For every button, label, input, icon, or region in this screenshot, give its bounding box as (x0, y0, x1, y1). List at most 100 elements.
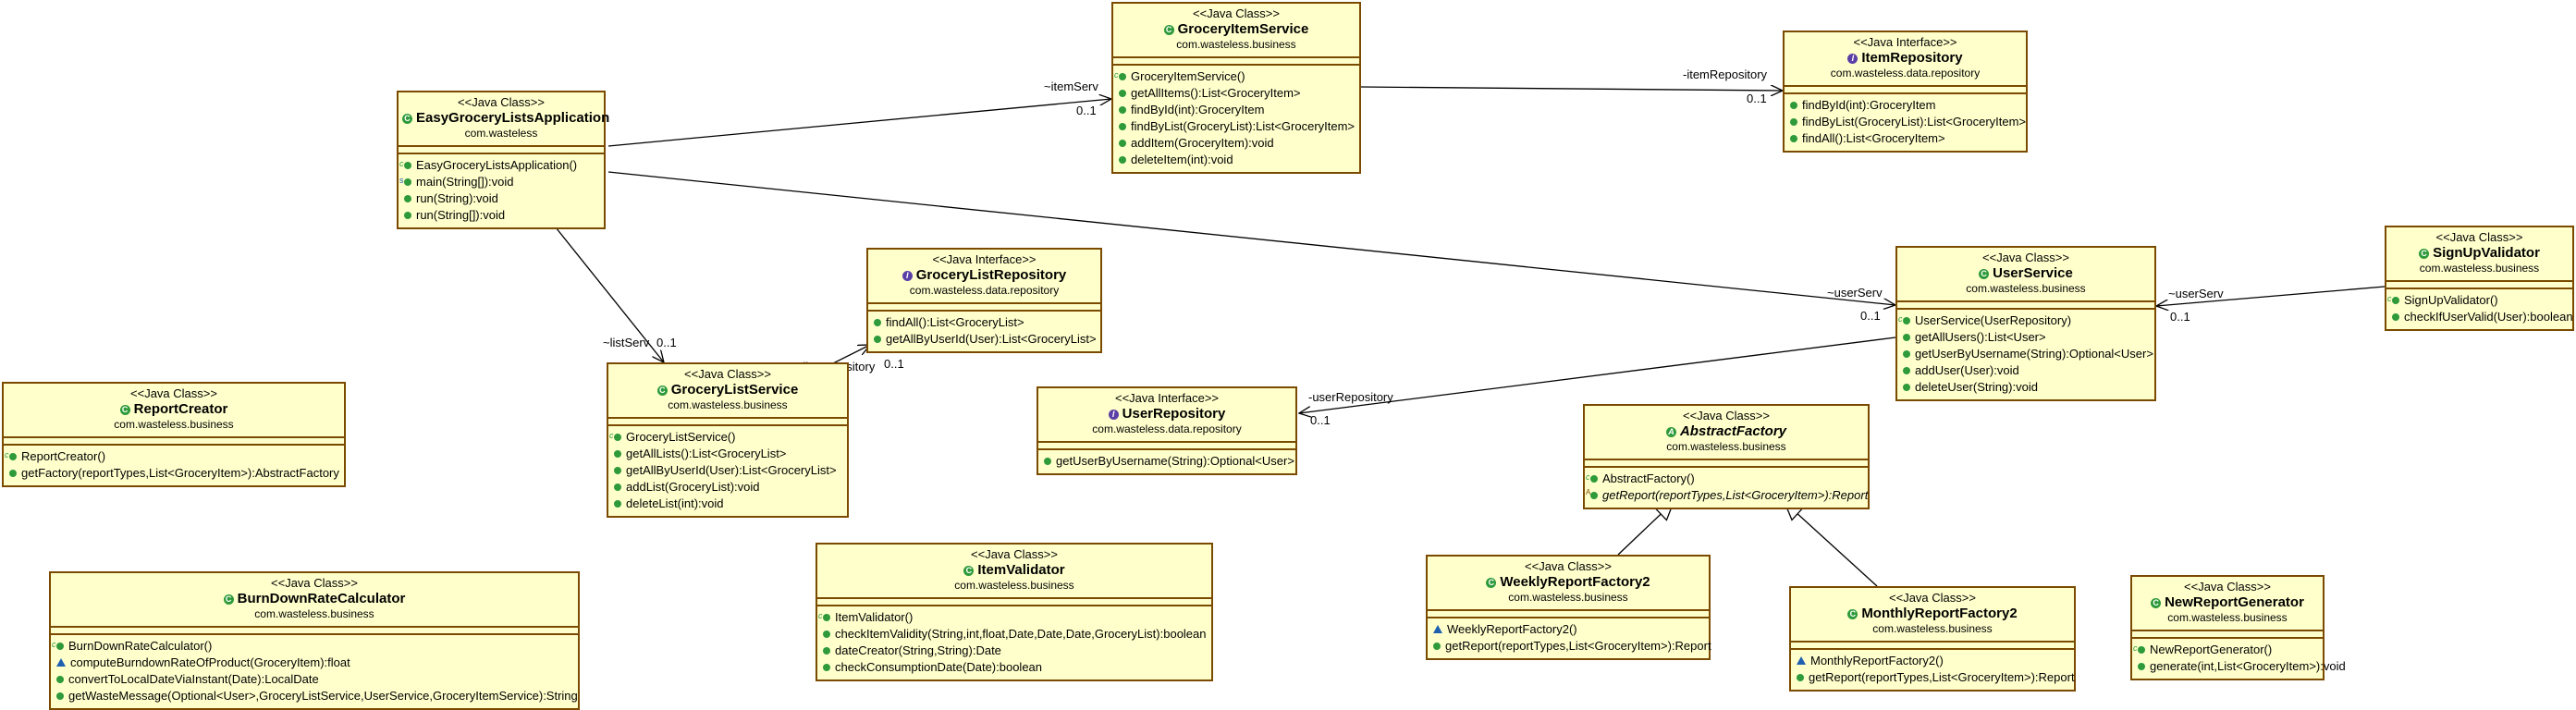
operation-row[interactable]: run(String[]):void (404, 207, 600, 224)
attributes-compartment (2386, 282, 2572, 289)
operation-signature: findAll():List<GroceryItem> (1802, 131, 1945, 145)
operation-row[interactable]: generate(int,List<GroceryItem>):void (2138, 658, 2346, 675)
operation-signature: findById(int):GroceryItem (1802, 98, 1936, 112)
operation-row[interactable]: checkItemValidity(String,int,float,Date,… (823, 626, 1208, 643)
operation-row[interactable]: WeeklyReportFactory2() (1433, 621, 1705, 638)
class-package: com.wasteless.business (1966, 282, 2086, 295)
operation-row[interactable]: GroceryItemService() (1114, 67, 1355, 85)
public-visibility-icon (1119, 123, 1126, 130)
operation-row[interactable]: getAllByUserId(User):List<GroceryList> (614, 462, 843, 479)
operation-row[interactable]: findAll():List<GroceryItem> (1790, 130, 2022, 147)
operation-signature: AbstractFactory() (1602, 471, 1695, 485)
operation-row[interactable]: SignUpValidator() (2387, 290, 2569, 309)
attributes-compartment (1038, 443, 1295, 450)
operation-row[interactable]: addItem(GroceryItem):void (1119, 135, 1355, 152)
class-package: com.wasteless.business (2167, 611, 2288, 624)
operation-row[interactable]: addUser(User):void (1903, 362, 2151, 379)
operation-row[interactable]: findAll():List<GroceryList> (874, 314, 1097, 331)
operation-signature: getAllUsers():List<User> (1915, 330, 2046, 344)
class-package: com.wasteless.business (254, 607, 374, 620)
public-visibility-icon (1898, 311, 1910, 327)
operation-row[interactable]: getReport(reportTypes,List<GroceryItem>)… (1433, 638, 1711, 655)
class-stereotype: <<Java Class>> (2435, 230, 2523, 244)
operation-row[interactable]: checkIfUserValid(User):boolean (2392, 309, 2573, 325)
operation-row[interactable]: getUserByUsername(String):Optional<User> (1044, 453, 1294, 470)
class-stereotype: <<Java Class>> (1193, 6, 1280, 20)
operation-row[interactable]: dateCreator(String,String):Date (823, 643, 1208, 659)
public-visibility-icon (404, 212, 411, 219)
operation-row[interactable]: GroceryListService() (609, 427, 843, 446)
operation-row[interactable]: getAllItems():List<GroceryItem> (1119, 85, 1355, 102)
operation-row[interactable]: deleteUser(String):void (1903, 379, 2151, 396)
public-visibility-icon (818, 607, 830, 624)
operation-row[interactable]: addList(GroceryList):void (614, 479, 843, 496)
operation-row[interactable]: getAllUsers():List<User> (1903, 329, 2151, 346)
operation-row[interactable]: AbstractFactory() (1586, 469, 1864, 487)
operation-row[interactable]: UserService(UserRepository) (1898, 311, 2151, 329)
class-package: com.wasteless.data.repository (909, 284, 1060, 297)
operation-row[interactable]: findById(int):GroceryItem (1790, 97, 2022, 114)
operation-signature: checkConsumptionDate(Date):boolean (835, 660, 1043, 674)
operation-row[interactable]: run(String):void (404, 190, 600, 207)
class-name: UserRepository (1122, 406, 1226, 422)
operation-row[interactable]: deleteList(int):void (614, 496, 843, 512)
class-icon: A (1665, 427, 1676, 437)
operation-row[interactable]: deleteItem(int):void (1119, 152, 1355, 168)
operation-row[interactable]: convertToLocalDateViaInstant(Date):Local… (56, 671, 574, 688)
operation-row[interactable]: getFactory(reportTypes,List<GroceryItem>… (9, 465, 340, 482)
class-package: com.wasteless.business (2419, 262, 2540, 275)
operation-row[interactable]: getReport(reportTypes,List<GroceryItem>)… (1586, 484, 1868, 504)
operation-row[interactable]: getAllByUserId(User):List<GroceryList> (874, 331, 1097, 348)
public-visibility-icon (399, 155, 411, 172)
attributes-compartment (2132, 631, 2323, 639)
operation-row[interactable]: ReportCreator() (5, 447, 340, 465)
operation-row[interactable]: ItemValidator() (818, 607, 1208, 626)
operations-compartment: ItemValidator()checkItemValidity(String,… (817, 606, 1211, 679)
operation-row[interactable]: NewReportGenerator() (2133, 640, 2319, 658)
operation-signature: findAll():List<GroceryList> (886, 315, 1024, 329)
operation-row[interactable]: getReport(reportTypes,List<GroceryItem>)… (1797, 669, 2075, 686)
public-visibility-icon (1586, 469, 1598, 485)
operation-row[interactable]: EasyGroceryListsApplication() (399, 155, 600, 174)
class-name: EasyGroceryListsApplication (416, 110, 610, 126)
edge-label-userserv2-mult: 0..1 (2170, 310, 2190, 324)
operations-compartment: EasyGroceryListsApplication()main(String… (399, 154, 604, 227)
class-stereotype: <<Java Class>> (1683, 409, 1770, 422)
operation-row[interactable]: getAllLists():List<GroceryList> (614, 446, 843, 462)
attributes-compartment (1113, 58, 1359, 66)
attributes-compartment (817, 599, 1211, 606)
operation-row[interactable]: getUserByUsername(String):Optional<User> (1903, 346, 2153, 362)
edge-label-itemserv-role: ~itemServ (1044, 80, 1098, 93)
operation-row[interactable]: findByList(GroceryList):List<GroceryItem… (1119, 118, 1355, 135)
public-visibility-icon (2138, 663, 2145, 670)
operation-row[interactable]: findByList(GroceryList):List<GroceryItem… (1790, 114, 2026, 130)
operation-signature: NewReportGenerator() (2150, 643, 2273, 656)
operation-row[interactable]: findById(int):GroceryItem (1119, 102, 1355, 118)
operation-row[interactable]: MonthlyReportFactory2() (1797, 653, 2070, 669)
operation-signature: run(String[]):void (416, 208, 506, 222)
public-visibility-icon (2133, 640, 2145, 656)
operation-row[interactable]: BurnDownRateCalculator() (52, 636, 574, 655)
operation-row[interactable]: getWasteMessage(Optional<User>,GroceryLi… (56, 688, 578, 704)
operation-row[interactable]: checkConsumptionDate(Date):boolean (823, 659, 1208, 676)
operation-row[interactable]: computeBurndownRateOfProduct(GroceryItem… (56, 655, 574, 671)
operation-row[interactable]: main(String[]):void (399, 172, 600, 190)
